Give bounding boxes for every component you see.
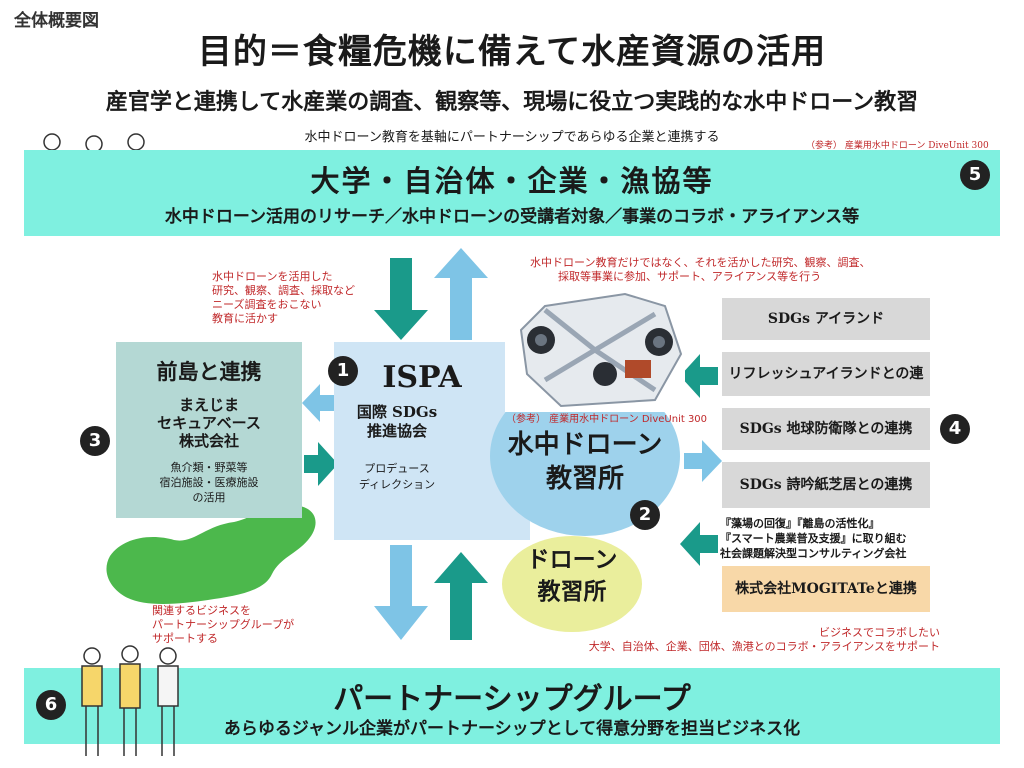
arrow-down-ispa-to-partnership [374,545,428,640]
annotation-line: パートナーシップグループが [152,618,295,631]
mogitate-box: 株式会社MOGITATeと連携 [722,566,930,612]
description-line: 『藻場の回復』『離島の活性化』 [720,517,880,530]
annotation-collab: ビジネスでコラボしたい 大学、自治体、企業、団体、漁港とのコラボ・アライアンスを… [540,626,940,654]
annotation-line: 水中ドローンを活用した [212,270,333,283]
ispa-org: 国際 SDGs 推進協会 [264,403,530,441]
annotation-line: 大学、自治体、企業、団体、漁港とのコラボ・アライアンスをサポート [588,640,940,653]
annotation-partnership-support: 関連するビジネスを パートナーシップグループが サポートする [152,604,294,646]
top-note: 水中ドローン教育を基軸にパートナーシップであらゆる企業と連携する [304,130,720,145]
title-line: 水中ドローン [507,430,663,460]
island-illustration [106,504,316,604]
drone-reference-caption: （参考） 産業用水中ドローン DiveUnit 300 [506,414,708,425]
underwater-school-title: 水中ドローン 教習所 [490,428,680,496]
ispa-title: ISPA [382,360,462,395]
org-line: 推進協会 [366,422,427,440]
company-line: まえじま [178,396,239,414]
annotation-line: 採取等事業に参加、サポート、アライアンス等を行う [558,270,822,283]
title-line: 教習所 [545,464,624,494]
arrow-left-ispa-to-maejima [302,384,334,422]
main-title: 目的＝食糧危機に備えて水産資源の活用 [197,32,827,72]
arrow-right-school-to-sdgs [684,440,722,482]
annotation-line: ニーズ調査をおこない [212,298,322,311]
partnership-group-band [24,668,1000,744]
sdgs-island-box: SDGs アイランド [722,298,930,340]
number-badge-5: 5 [960,160,990,190]
company-line: 株式会社 [178,432,239,450]
arrow-left-mogitate-to-school [680,522,718,566]
detail-line: 宿泊施設・医療施設 [159,476,259,489]
title-line: 教習所 [537,579,607,605]
description-line: 『スマート農業普及支援』に取り組む [720,532,907,545]
annotation-line: ビジネスでコラボしたい [819,626,940,639]
detail-line: 魚介類・野菜等 [170,461,248,474]
partnership-group-title: パートナーシップグループ [333,682,691,717]
number-badge-6: 6 [36,690,66,720]
annotation-line: 水中ドローン教育だけではなく、それを活かした研究、観察、調査、 [530,256,871,269]
underwater-drone-image [505,292,685,412]
top-band-title: 大学・自治体・企業・漁協等 [310,164,714,198]
arrow-left-sdgs-to-school-1 [680,354,718,398]
description-line: 社会課題解決型コンサルティング会社 [720,547,907,560]
partnership-group-subtitle: あらゆるジャンル企業がパートナーシップとして得意分野を担当ビジネス化 [223,719,801,739]
detail-line: の活用 [192,491,226,504]
refresh-island-box: リフレッシュアイランドとの連携 [722,352,930,426]
maejima-box: 前島と連携 まえじま セキュアベース 株式会社 魚介類・野菜等 宿泊施設・医療施… [116,342,302,518]
annotation-line: 研究、観察、調査、採取など [212,284,355,297]
mogitate-description: 『藻場の回復』『離島の活性化』 『スマート農業普及支援』に取り組む 社会課題解決… [720,516,907,561]
annotation-line: 教育に活かす [212,312,278,325]
number-badge-1: 1 [328,356,358,386]
title-line: ドローン [526,547,618,573]
arrow-up-ispa-to-band [434,248,488,340]
drone-school-circle [502,536,642,632]
number-badge-4: 4 [940,414,970,444]
overview-tag: 全体概要図 [14,11,99,31]
subtitle: 産官学と連携して水産業の調査、観察等、現場に役立つ実践的な水中ドローン教習 [105,90,919,115]
arrow-right-maejima-to-ispa [304,442,338,486]
drone-school-title: ドローン 教習所 [502,544,642,608]
role-line: ディレクション [358,478,436,491]
maejima-company: まえじま セキュアベース 株式会社 [116,396,302,450]
number-badge-3: 3 [80,426,110,456]
annotation-participation: 水中ドローン教育だけではなく、それを活かした研究、観察、調査、 採取等事業に参加… [530,256,950,284]
business-people-illustration-bottom [81,645,179,756]
annotation-research: 水中ドローンを活用した 研究、観察、調査、採取など ニーズ調査をおこない 教育に… [212,270,355,326]
company-line: セキュアベース [157,414,261,432]
ispa-roles: プロデュース ディレクション [264,461,530,493]
top-stakeholder-band [24,150,1000,236]
arrow-up-partnership-to-ispa [434,552,488,640]
annotation-line: 関連するビジネスを [152,604,251,617]
maejima-details: 魚介類・野菜等 宿泊施設・医療施設 の活用 [116,460,302,505]
annotation-line: サポートする [152,632,218,645]
arrow-down-band-to-ispa [374,258,428,340]
sdgs-defense-box: SDGs 地球防衛隊との連携 [722,408,930,450]
org-line: 国際 SDGs [356,403,438,421]
maejima-title: 前島と連携 [156,360,262,384]
number-badge-2: 2 [630,500,660,530]
reference-caption-top: （参考） 産業用水中ドローン DiveUnit 300 [806,141,989,151]
sdgs-kamishibai-box: SDGs 詩吟紙芝居との連携 [722,462,930,508]
top-band-subtitle: 水中ドローン活用のリサーチ／水中ドローンの受講者対象／事業のコラボ・アライアンス… [164,207,860,227]
role-line: プロデュース [364,462,430,475]
